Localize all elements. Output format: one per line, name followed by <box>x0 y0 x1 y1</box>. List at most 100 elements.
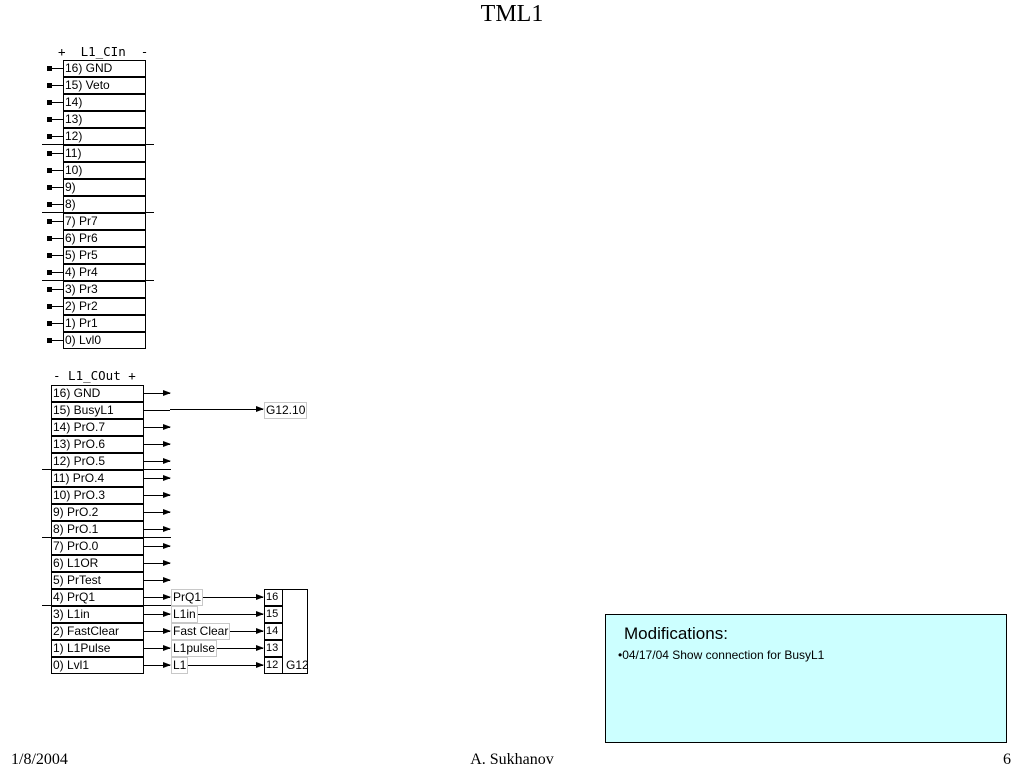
cin-pin-icon <box>47 66 52 71</box>
cin-pin-lead <box>52 153 64 154</box>
cin-pin-icon <box>47 185 52 190</box>
cout-arrow-icon <box>144 458 171 464</box>
cin-row: 15) Veto <box>63 77 146 94</box>
busy-target-label: G12.10 <box>264 402 308 419</box>
cin-pin-lead <box>52 323 64 324</box>
cout-row: 12) PrO.5 <box>51 453 144 470</box>
cout-row: 8) PrO.1 <box>51 521 144 538</box>
cin-group-separator <box>42 144 154 145</box>
cin-pin-lead <box>52 187 64 188</box>
cin-pin-lead <box>52 306 64 307</box>
signal-label: L1in <box>171 606 198 623</box>
cin-row: 4) Pr4 <box>63 264 146 281</box>
cout-arrow-icon <box>144 492 171 498</box>
cout-row: 3) L1in <box>51 606 144 623</box>
cout-group-separator <box>42 469 171 470</box>
cin-row: 1) Pr1 <box>63 315 146 332</box>
cin-pin-lead <box>52 102 64 103</box>
cout-arrow-icon <box>144 509 171 515</box>
signal-to-g12-arrow-icon <box>198 611 264 617</box>
cin-pin-icon <box>47 100 52 105</box>
cin-pin-icon <box>47 321 52 326</box>
cout-arrow-icon <box>144 441 171 447</box>
cin-row: 12) <box>63 128 146 145</box>
modifications-title: Modifications: <box>624 624 728 643</box>
cout-arrow-icon <box>144 611 171 617</box>
cin-pin-icon <box>47 304 52 309</box>
cin-pin-lead <box>52 221 64 222</box>
cout-row: 5) PrTest <box>51 572 144 589</box>
cout-arrow-icon <box>144 645 171 651</box>
cin-row: 14) <box>63 94 146 111</box>
cout-arrow-icon <box>144 543 171 549</box>
cin-pin-icon <box>47 151 52 156</box>
cin-row: 3) Pr3 <box>63 281 146 298</box>
g12-pin: 16 <box>264 589 283 606</box>
cin-row: 5) Pr5 <box>63 247 146 264</box>
footer-date: 1/8/2004 <box>11 751 68 768</box>
cout-row: 2) FastClear <box>51 623 144 640</box>
signal-to-g12-arrow-icon <box>188 662 264 668</box>
cin-pin-lead <box>52 68 64 69</box>
cout-group-separator <box>42 537 171 538</box>
cin-pin-lead <box>52 204 64 205</box>
cout-arrow-icon <box>144 526 171 532</box>
cin-group-separator <box>42 280 154 281</box>
cin-pin-icon <box>47 83 52 88</box>
cin-group-separator <box>42 212 154 213</box>
cin-row: 9) <box>63 179 146 196</box>
cout-busy-lead <box>144 410 170 411</box>
cout-row: 15) BusyL1 <box>51 402 144 419</box>
cin-pin-lead <box>52 119 64 120</box>
g12-pin: 15 <box>264 606 283 623</box>
signal-to-g12-arrow-icon <box>230 628 264 634</box>
cin-row: 2) Pr2 <box>63 298 146 315</box>
modification-item: •04/17/04 Show connection for BusyL1 <box>618 648 825 662</box>
footer-page-number: 6 <box>1003 751 1011 768</box>
g12-pin: 14 <box>264 623 283 640</box>
signal-to-g12-arrow-icon <box>203 594 264 600</box>
signal-label: L1 <box>171 657 189 674</box>
cout-row: 1) L1Pulse <box>51 640 144 657</box>
cin-pin-icon <box>47 236 52 241</box>
cin-pin-lead <box>52 170 64 171</box>
footer-author: A. Sukhanov <box>470 751 554 768</box>
cin-pin-icon <box>47 134 52 139</box>
l1-cout-label: - L1_COut + <box>53 368 136 383</box>
cin-pin-icon <box>47 338 52 343</box>
cin-row: 16) GND <box>63 60 146 77</box>
signal-label: L1pulse <box>171 640 218 657</box>
cin-pin-lead <box>52 255 64 256</box>
cout-row: 7) PrO.0 <box>51 538 144 555</box>
cout-arrow-icon <box>144 390 171 396</box>
slide-title: TML1 <box>480 1 544 27</box>
cin-pin-icon <box>47 219 52 224</box>
cin-pin-icon <box>47 287 52 292</box>
cin-pin-lead <box>52 85 64 86</box>
cin-row: 10) <box>63 162 146 179</box>
signal-label: PrQ1 <box>171 589 204 606</box>
cin-row: 7) Pr7 <box>63 213 146 230</box>
cout-row: 10) PrO.3 <box>51 487 144 504</box>
cin-row: 13) <box>63 111 146 128</box>
l1-cin-label: + L1_CIn - <box>58 44 149 59</box>
cin-row: 8) <box>63 196 146 213</box>
cout-row: 16) GND <box>51 385 144 402</box>
cin-pin-icon <box>47 253 52 258</box>
cout-row: 11) PrO.4 <box>51 470 144 487</box>
signal-to-g12-arrow-icon <box>217 645 264 651</box>
cin-pin-lead <box>52 238 64 239</box>
cout-row: 13) PrO.6 <box>51 436 144 453</box>
cout-row: 0) Lvl1 <box>51 657 144 674</box>
cout-row: 6) L1OR <box>51 555 144 572</box>
busy-connection-arrow <box>170 406 264 412</box>
cout-row: 4) PrQ1 <box>51 589 144 606</box>
g12-pin: 12 <box>264 657 283 674</box>
cin-row: 0) Lvl0 <box>63 332 146 349</box>
cout-row: 9) PrO.2 <box>51 504 144 521</box>
cout-arrow-icon <box>144 628 171 634</box>
signal-label: Fast Clear <box>171 623 231 640</box>
cin-pin-icon <box>47 117 52 122</box>
cin-pin-icon <box>47 270 52 275</box>
g12-label: G12 <box>286 658 309 672</box>
